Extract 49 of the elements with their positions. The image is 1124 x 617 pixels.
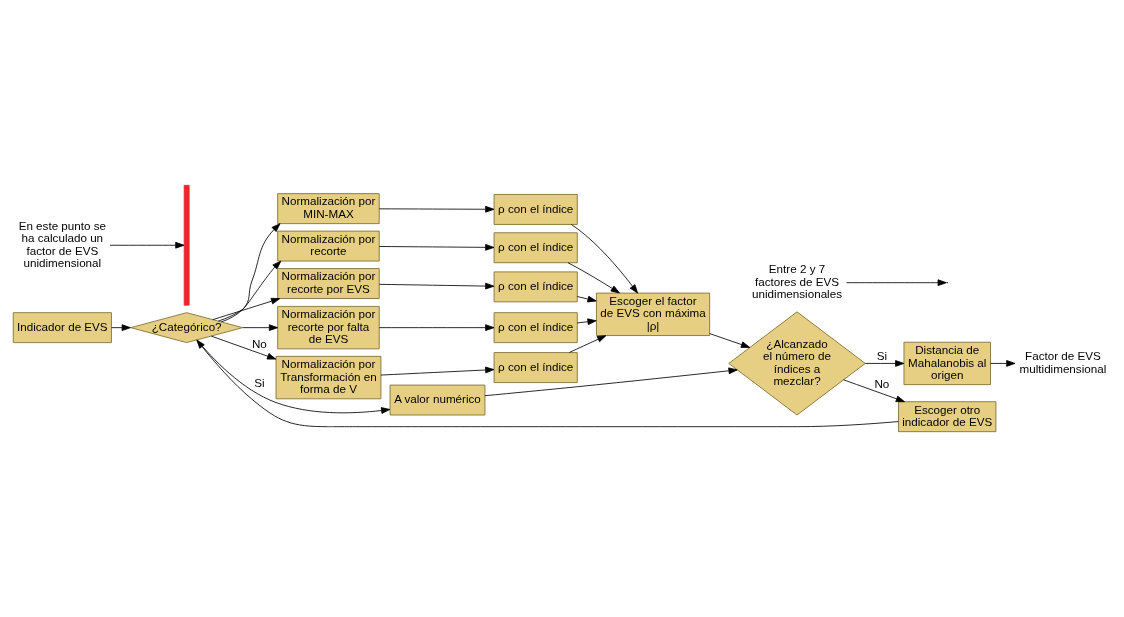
arrow bbox=[864, 360, 905, 367]
node-box: ρ con el índice bbox=[493, 312, 578, 344]
edge-label: No bbox=[874, 376, 890, 390]
arrow bbox=[378, 244, 495, 251]
node-text: Entre 2 y 7 factores de EVS unidimensionales bbox=[752, 262, 842, 301]
arrow bbox=[196, 339, 899, 428]
arrow bbox=[990, 360, 1016, 367]
node-box: Normalización por recorte por falta de EVS bbox=[277, 306, 380, 350]
arrow bbox=[196, 339, 391, 414]
node-bar bbox=[183, 184, 190, 306]
arrow bbox=[576, 295, 597, 303]
node-box: ρ con el índice bbox=[493, 194, 578, 225]
arrow bbox=[568, 335, 607, 353]
node-box: Escoger otro indicador de EVS bbox=[898, 401, 997, 433]
node-box: ρ con el índice bbox=[493, 271, 578, 303]
arrow bbox=[378, 282, 495, 290]
node-box: Normalización por recorte por EVS bbox=[277, 268, 380, 299]
arrow bbox=[220, 223, 281, 323]
arrow bbox=[210, 335, 277, 360]
arrow bbox=[576, 318, 597, 326]
node-text: Factor de EVS multidimensional bbox=[1019, 349, 1107, 375]
node-box: ρ con el índice bbox=[493, 232, 578, 264]
arrow bbox=[212, 297, 281, 321]
node-text: En este punto se ha calculado un factor de EVS unidimensional bbox=[18, 218, 107, 270]
arrow bbox=[217, 260, 282, 322]
node-box: Escoger el factor de EVS con máxima |ρ| bbox=[596, 292, 711, 336]
node-diamond: ¿Categórico? bbox=[130, 312, 244, 344]
node-box: A valor numérico bbox=[389, 384, 486, 416]
arrow bbox=[709, 333, 751, 348]
node-box: Indicador de EVS bbox=[12, 312, 112, 344]
edge-label: Si bbox=[876, 349, 888, 363]
node-box: Normalización por recorte bbox=[277, 230, 380, 262]
arrow bbox=[378, 205, 495, 213]
edge-label: No bbox=[251, 336, 267, 350]
arrow bbox=[378, 324, 495, 331]
arrow bbox=[242, 324, 279, 331]
node-box: Normalización por Transformación en forma de V bbox=[275, 355, 382, 400]
node-box: ρ con el índice bbox=[493, 352, 578, 383]
node-box: Normalización por MIN-MAX bbox=[277, 193, 380, 225]
arrow bbox=[111, 324, 131, 331]
arrow bbox=[109, 241, 185, 249]
edge-label: Si bbox=[254, 375, 265, 389]
arrow bbox=[570, 224, 638, 294]
arrow bbox=[846, 279, 947, 287]
arrow bbox=[380, 366, 495, 376]
node-box: Distancia de Mahalanobis al origen bbox=[903, 341, 991, 386]
arrow bbox=[484, 367, 738, 397]
arrow bbox=[567, 262, 620, 294]
arrow bbox=[843, 379, 905, 403]
